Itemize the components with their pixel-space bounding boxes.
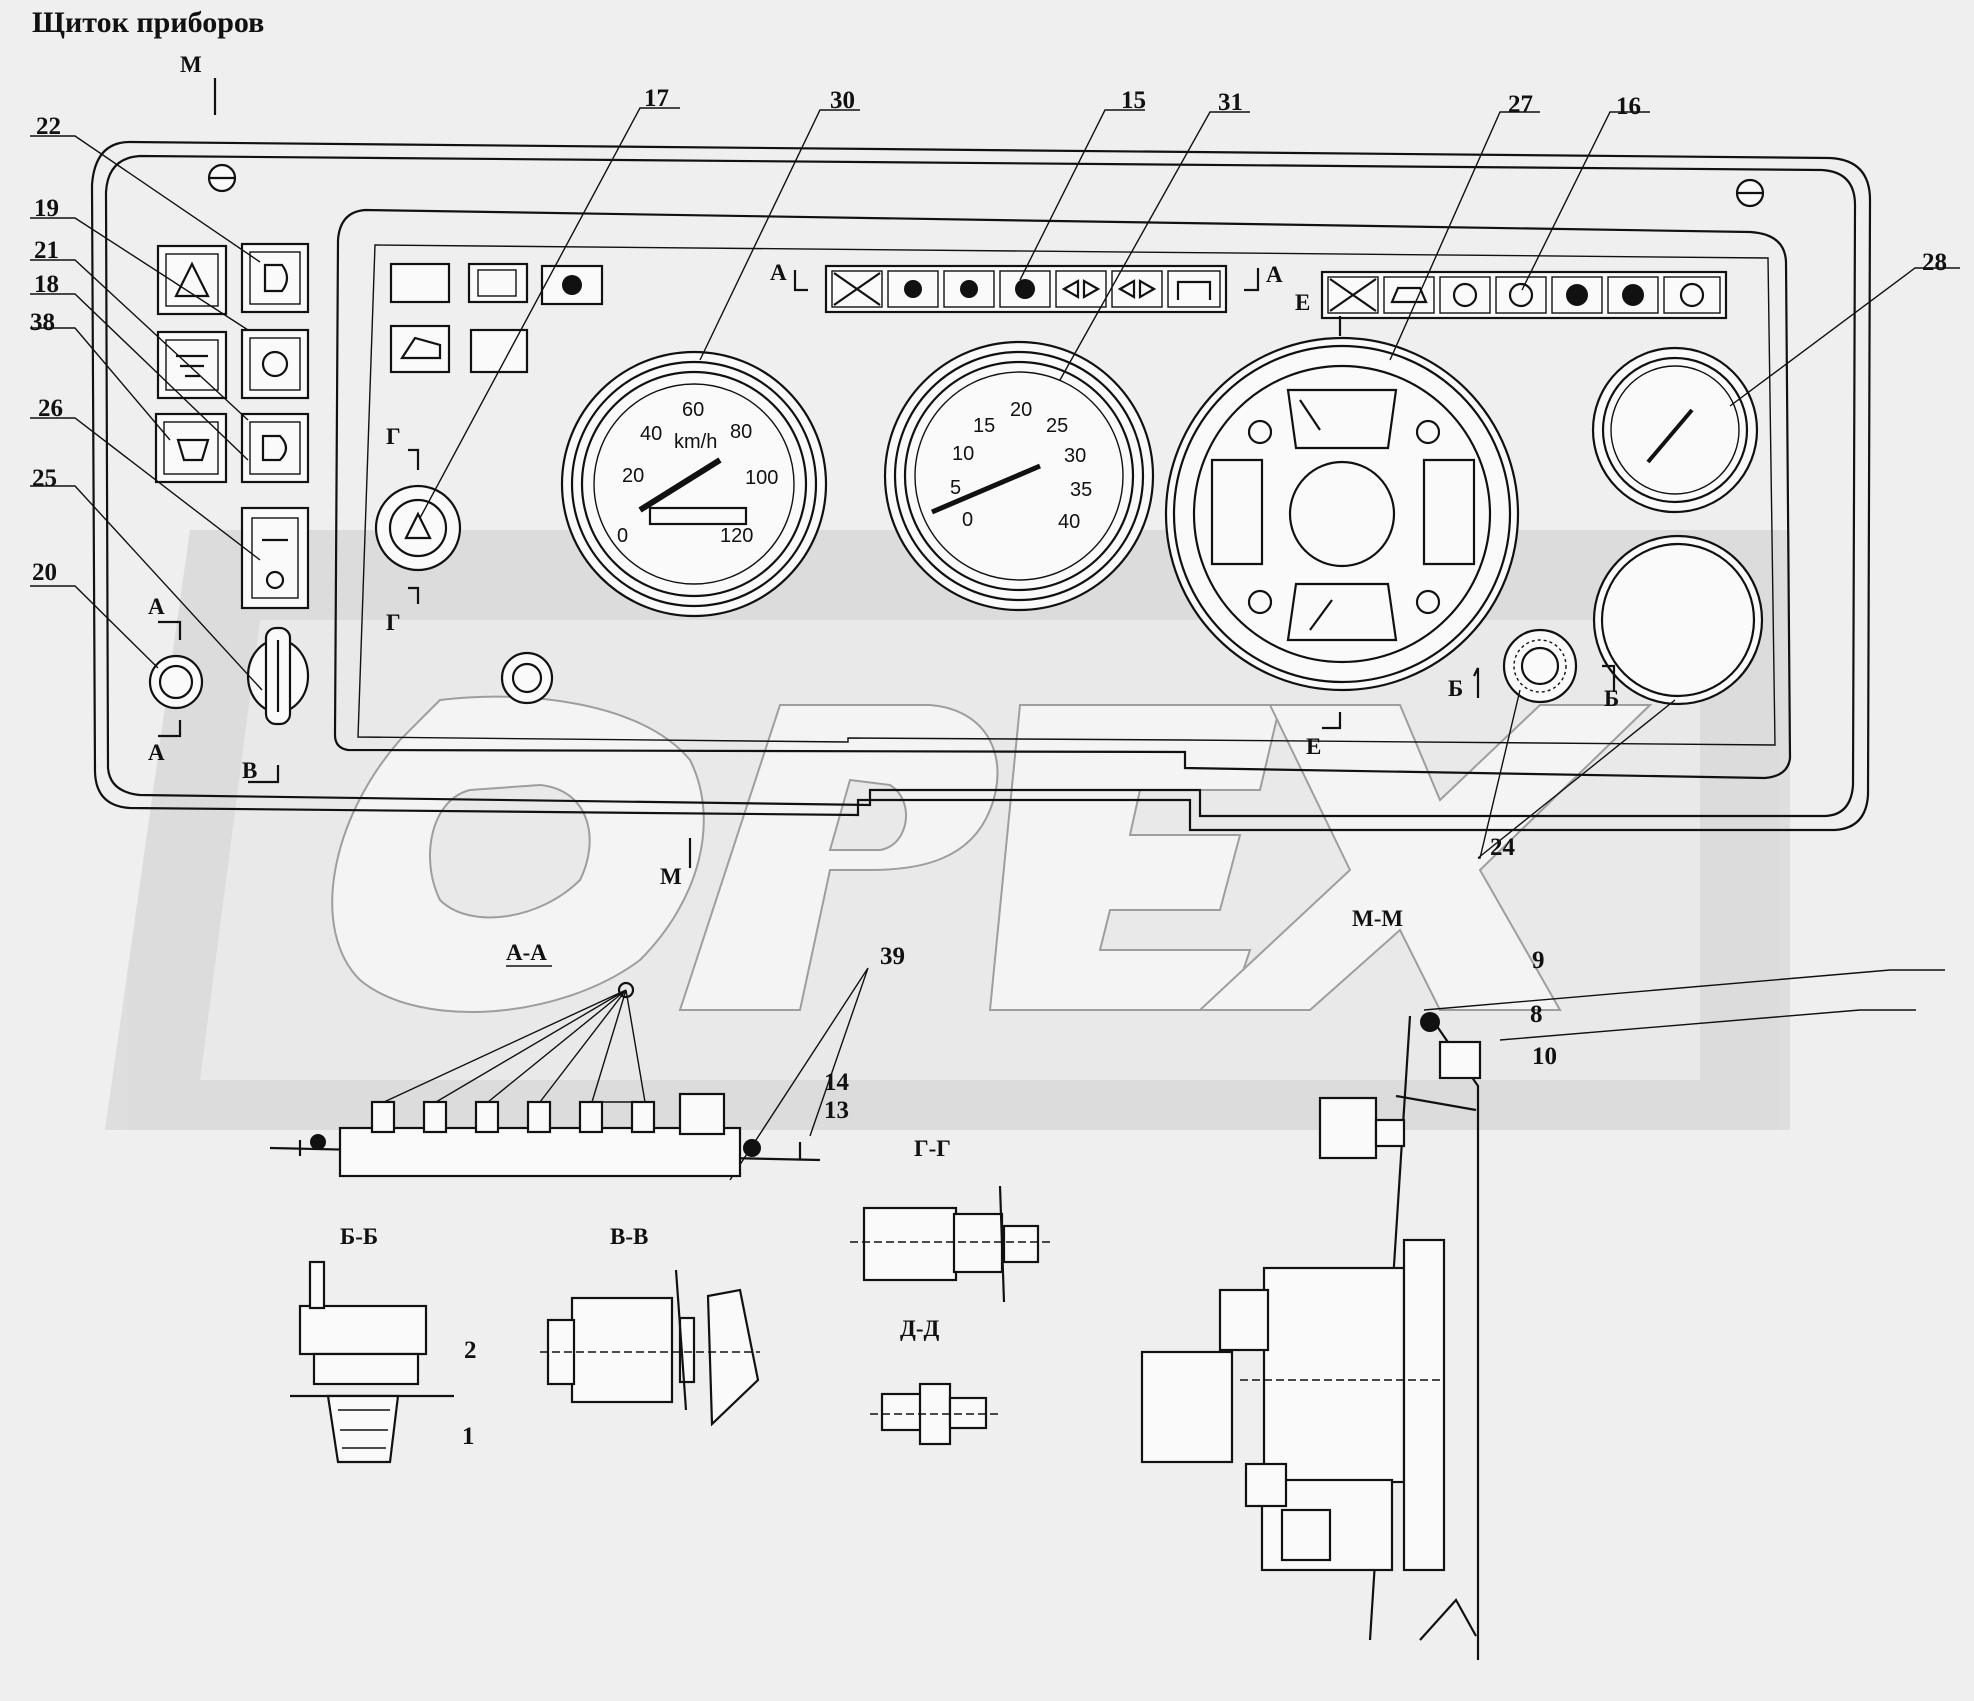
warning-lamp-17 [374, 484, 462, 572]
mark-m-top: М [180, 52, 202, 77]
small-switches [374, 262, 604, 572]
callout-15: 15 [1121, 87, 1146, 114]
combination-gauge [1164, 336, 1520, 692]
section-title-mm: М-М [1352, 906, 1403, 931]
section-title-bb: Б-Б [340, 1224, 378, 1249]
switch-small-4[interactable] [389, 324, 451, 374]
callout-28: 28 [1922, 249, 1947, 276]
speed-unit: km/h [674, 431, 717, 453]
callout-21: 21 [34, 237, 59, 264]
mark-a-panel-top: А [148, 594, 165, 619]
tach-tick-30: 30 [1064, 445, 1086, 467]
section-titles: А-А Б-Б В-В Г-Г Д-Д М-М [340, 906, 1403, 1341]
callout-16: 16 [1616, 93, 1641, 120]
switch-26[interactable] [240, 506, 310, 610]
callout-8: 8 [1530, 1001, 1543, 1028]
section-title-vv: В-В [610, 1224, 648, 1249]
speed-tick-0: 0 [617, 525, 628, 547]
mark-b-right: Б [1604, 686, 1619, 711]
mark-a-right: А [1266, 262, 1283, 287]
switch-18[interactable] [240, 412, 310, 484]
callout-30: 30 [830, 87, 855, 114]
switch-22[interactable] [240, 242, 310, 314]
leader-lines [30, 107, 1960, 1181]
callout-19: 19 [34, 195, 59, 222]
tach-tick-25: 25 [1046, 415, 1068, 437]
tach-tick-40: 40 [1058, 511, 1080, 533]
mark-m-bottom: М [660, 864, 682, 889]
speed-tick-20: 20 [622, 465, 644, 487]
mark-g-bottom: Г [386, 610, 401, 635]
mark-b-left: Б [1448, 676, 1463, 701]
callout-24: 24 [1490, 834, 1516, 861]
callout-1: 1 [462, 1423, 475, 1450]
knob-24[interactable] [1502, 628, 1578, 704]
mark-e-top: Е [1295, 290, 1310, 315]
speedometer: 0 20 40 60 80 100 120 km/h [560, 350, 828, 618]
section-markers: М А А Е Г Г А А В Б Б Е М [148, 52, 1619, 889]
speed-tick-80: 80 [730, 421, 752, 443]
switch-21[interactable] [156, 330, 228, 400]
switch-small-5[interactable] [469, 328, 529, 374]
section-aa-drawing [269, 981, 821, 1178]
switch-19[interactable] [240, 328, 310, 400]
section-title-gg: Г-Г [914, 1136, 951, 1161]
tach-tick-5: 5 [950, 477, 961, 499]
section-gg-drawing [850, 1185, 1050, 1303]
indicator-lamp-20 [148, 654, 204, 710]
panel-bolt [500, 651, 554, 705]
mark-g-top: Г [386, 424, 401, 449]
switch-small-1[interactable] [389, 262, 451, 304]
callout-22: 22 [36, 113, 61, 140]
pressure-gauge-28 [1591, 346, 1759, 514]
callout-31: 31 [1218, 89, 1243, 116]
mark-a-left: А [770, 260, 787, 285]
mark-v: В [242, 758, 257, 783]
speed-tick-120: 120 [720, 525, 753, 547]
callouts: 22 19 21 18 38 26 25 20 17 30 15 31 27 1… [30, 85, 1947, 1450]
switch-38[interactable] [154, 412, 228, 484]
callout-17: 17 [644, 85, 669, 112]
callout-25: 25 [32, 465, 57, 492]
callout-20: 20 [32, 559, 57, 586]
tachometer: 0 5 10 15 20 25 30 35 40 [883, 340, 1155, 612]
gauge-blank [1592, 534, 1764, 706]
tach-tick-0: 0 [962, 509, 973, 531]
callout-18: 18 [34, 271, 59, 298]
speed-tick-40: 40 [640, 423, 662, 445]
callout-10: 10 [1532, 1043, 1557, 1070]
hazard-switch[interactable] [156, 244, 228, 316]
callout-26: 26 [38, 395, 63, 422]
callout-27: 27 [1508, 91, 1533, 118]
section-title-aa: А-А [506, 940, 547, 965]
callout-2: 2 [464, 1337, 477, 1364]
switch-cluster [148, 242, 554, 726]
callout-14: 14 [824, 1069, 850, 1096]
warning-strip-left [824, 264, 1228, 314]
speed-tick-60: 60 [682, 399, 704, 421]
tach-tick-15: 15 [973, 415, 995, 437]
callout-38: 38 [30, 309, 55, 336]
callout-39: 39 [880, 943, 905, 970]
tach-tick-20: 20 [1010, 399, 1032, 421]
mark-a-panel-bottom: А [148, 740, 165, 765]
warning-strip-right [1320, 270, 1728, 320]
ignition-switch[interactable] [246, 626, 310, 726]
tach-tick-10: 10 [952, 443, 974, 465]
callout-13: 13 [824, 1097, 849, 1124]
section-mm-drawing [1140, 1012, 1482, 1660]
section-vv-drawing [540, 1269, 760, 1427]
section-title-dd: Д-Д [900, 1316, 939, 1341]
section-bb-drawing [290, 1260, 454, 1464]
tach-tick-35: 35 [1070, 479, 1092, 501]
instrument-panel [90, 140, 1872, 832]
page-title: Щиток приборов [32, 6, 265, 39]
callout-9: 9 [1532, 947, 1545, 974]
speed-tick-100: 100 [745, 467, 778, 489]
mark-e-bottom: Е [1306, 734, 1321, 759]
section-dd-drawing [870, 1382, 1000, 1446]
